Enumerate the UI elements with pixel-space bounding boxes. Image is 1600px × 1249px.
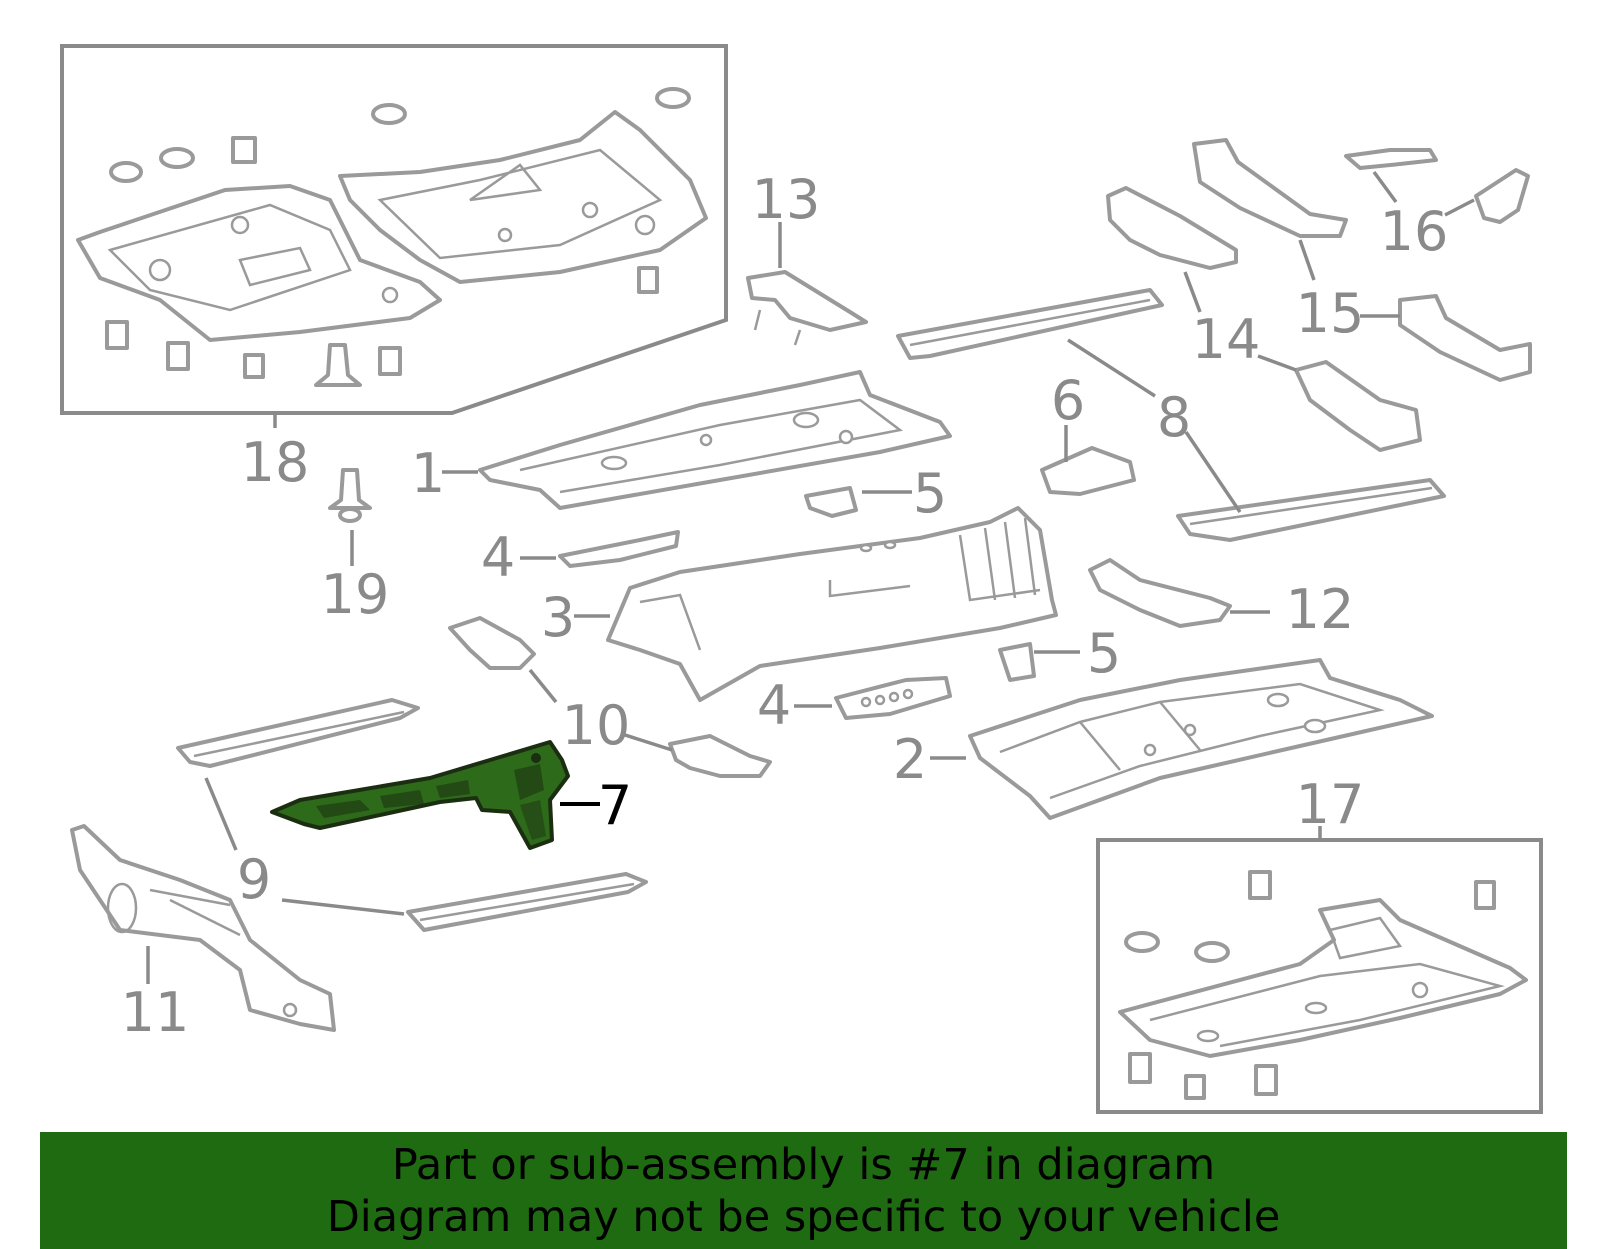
- crossmember-15-lower[interactable]: [1398, 294, 1532, 382]
- callout-10: 10: [562, 694, 631, 757]
- rail-8-upper[interactable]: [896, 288, 1164, 360]
- bracket-10-lower[interactable]: [668, 734, 772, 778]
- callout-9: 9: [237, 848, 271, 911]
- callout-12: 12: [1286, 578, 1355, 641]
- side-member-11[interactable]: [70, 824, 336, 1032]
- callout-7: 7: [598, 774, 632, 837]
- clip-icon: [1124, 870, 1496, 1100]
- bracket-6[interactable]: [1040, 446, 1136, 496]
- callout-2: 2: [893, 728, 927, 791]
- callout-4a: 4: [481, 526, 515, 589]
- rail-8-lower[interactable]: [1176, 478, 1446, 542]
- kit-box-18[interactable]: [60, 44, 728, 415]
- bracket-16-lower[interactable]: [1474, 168, 1530, 224]
- bracket-12[interactable]: [1088, 558, 1232, 628]
- callout-8: 8: [1157, 386, 1191, 449]
- floor-pan-2[interactable]: [968, 658, 1434, 820]
- callout-18: 18: [241, 431, 310, 494]
- crossmember-14-upper[interactable]: [1106, 186, 1238, 270]
- bracket-16-upper[interactable]: [1344, 148, 1438, 170]
- callout-13: 13: [752, 168, 821, 231]
- brace-4-upper[interactable]: [558, 530, 680, 568]
- banner-line-part: Part or sub-assembly is #7 in diagram: [391, 1139, 1216, 1190]
- tunnel-3[interactable]: [606, 506, 1058, 702]
- push-pin-19[interactable]: [328, 468, 372, 523]
- callout-15: 15: [1296, 282, 1365, 345]
- callout-1: 1: [411, 442, 445, 505]
- sill-9-lower[interactable]: [406, 872, 648, 932]
- callout-5b: 5: [1087, 622, 1121, 685]
- floor-pan-1[interactable]: [478, 370, 952, 510]
- callout-5a: 5: [913, 462, 947, 525]
- bracket-10-upper[interactable]: [448, 616, 536, 670]
- kit-box-17[interactable]: [1096, 838, 1543, 1114]
- bracket-5-lower[interactable]: [998, 642, 1036, 682]
- sill-9-upper[interactable]: [176, 698, 420, 768]
- crossmember-14-lower[interactable]: [1294, 360, 1422, 452]
- brace-4-lower[interactable]: [834, 676, 952, 720]
- crossmember-15-upper[interactable]: [1192, 138, 1348, 238]
- callout-17: 17: [1296, 773, 1365, 836]
- parts-diagram: 18 19 13 1 5 5 6: [60, 44, 1543, 1114]
- callout-3: 3: [541, 586, 575, 649]
- callout-6: 6: [1051, 369, 1085, 432]
- clip-icon: [105, 87, 691, 387]
- bracket-13[interactable]: [746, 270, 868, 346]
- info-banner: Part or sub-assembly is #7 in diagram Di…: [40, 1132, 1567, 1249]
- highlighted-part-7[interactable]: [270, 740, 570, 850]
- callout-11: 11: [121, 981, 190, 1044]
- banner-line-disclaimer: Diagram may not be specific to your vehi…: [326, 1191, 1281, 1242]
- callout-16: 16: [1380, 200, 1449, 263]
- callout-14: 14: [1192, 308, 1261, 371]
- callout-19: 19: [321, 563, 390, 626]
- bracket-5-upper[interactable]: [804, 486, 858, 518]
- callout-4b: 4: [757, 674, 791, 737]
